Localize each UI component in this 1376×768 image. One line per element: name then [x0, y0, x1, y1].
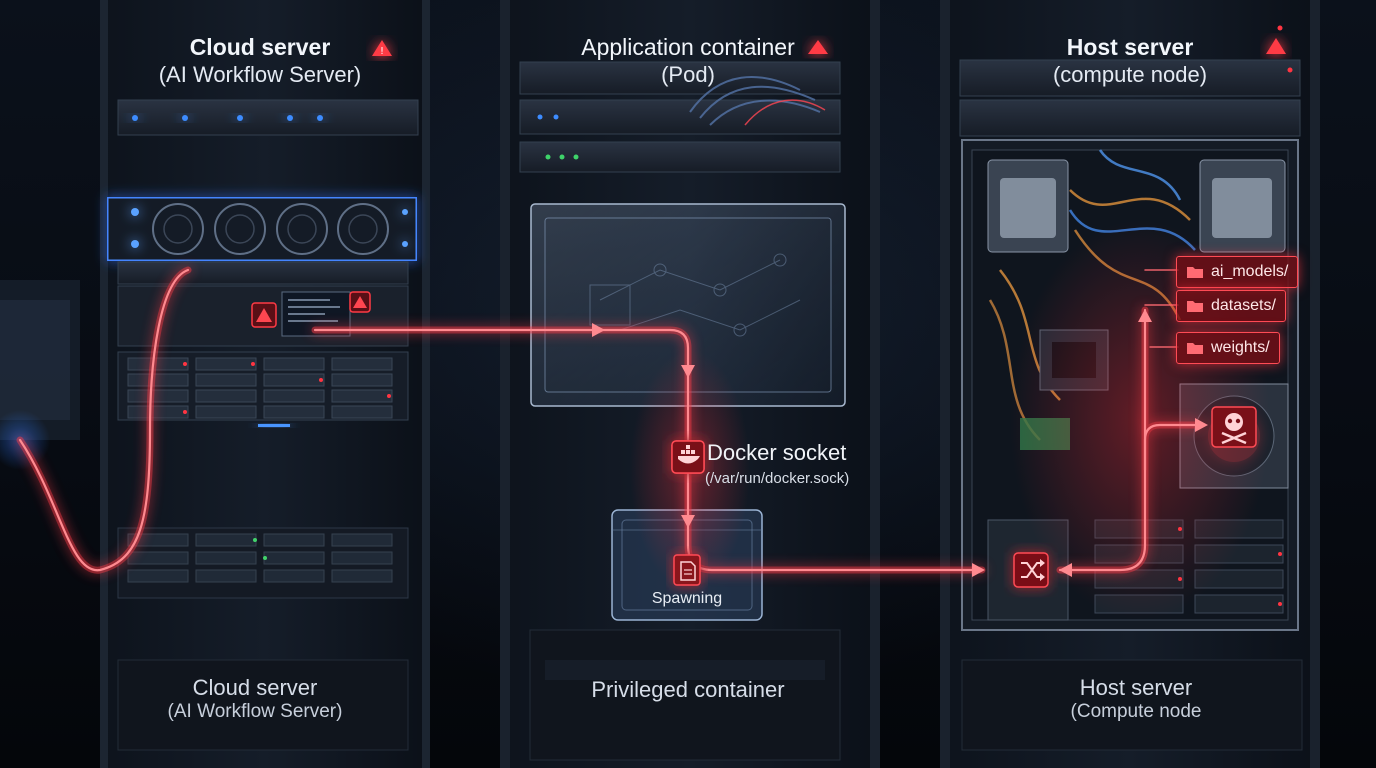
application-container-top-label: Application container (Pod)	[540, 34, 836, 88]
folder-icon	[1187, 343, 1203, 354]
svg-text:!: !	[380, 46, 384, 57]
cloud-server-bottom-label: Cloud server (AI Workflow Server)	[110, 675, 400, 724]
application-container-title: Application container	[581, 34, 795, 60]
warning-triangle-icon	[349, 291, 371, 313]
folder-tag-ai-models: ai_models/	[1176, 256, 1299, 288]
warning-triangle-icon	[251, 302, 277, 328]
host-server-bottom-label: Host server (Compute node	[1000, 675, 1272, 724]
cloud-server-top-subtitle: (AI Workflow Server)	[158, 61, 362, 87]
cloud-server-bottom-subtitle: (AI Workflow Server)	[167, 701, 343, 723]
host-server-bottom-subtitle: (Compute node	[1070, 701, 1202, 723]
folder-label: ai_models/	[1211, 263, 1289, 280]
host-server-top-label: Host server (compute node)	[985, 34, 1275, 88]
cloud-server-top-label: Cloud server (AI Workflow Server)	[110, 34, 410, 88]
docker-socket-path: (/var/run/docker.sock)	[705, 470, 850, 487]
folder-label: datasets/	[1211, 297, 1276, 314]
warning-triangle-icon	[1266, 38, 1286, 54]
spawning-label: Spawning	[651, 590, 723, 607]
middle-rack-units	[519, 61, 841, 761]
skull-crossbones-icon	[1211, 406, 1257, 448]
privileged-container-bottom-label: Privileged container	[560, 677, 816, 703]
privileged-container-title: Privileged container	[591, 677, 785, 702]
folder-icon	[1187, 267, 1203, 278]
host-server-top-title: Host server	[1066, 34, 1194, 60]
left-edge-device	[0, 280, 80, 470]
warning-triangle-icon	[808, 40, 828, 54]
left-rack-units	[107, 99, 419, 751]
docker-socket-title: Docker socket	[707, 440, 847, 465]
cloud-server-bottom-title: Cloud server	[192, 675, 318, 700]
document-icon	[673, 554, 701, 586]
application-container-subtitle: (Pod)	[661, 61, 715, 87]
docker-whale-icon	[671, 440, 705, 474]
folder-icon	[1187, 301, 1203, 312]
host-server-top-subtitle: (compute node)	[1052, 61, 1208, 87]
folder-tag-datasets: datasets/	[1176, 290, 1286, 322]
folder-label: weights/	[1211, 339, 1270, 356]
warning-triangle-icon: !	[372, 40, 392, 57]
folder-tag-weights: weights/	[1176, 332, 1280, 364]
host-server-bottom-title: Host server	[1079, 675, 1193, 700]
cloud-server-top-title: Cloud server	[189, 34, 331, 60]
shuffle-icon	[1013, 552, 1049, 588]
